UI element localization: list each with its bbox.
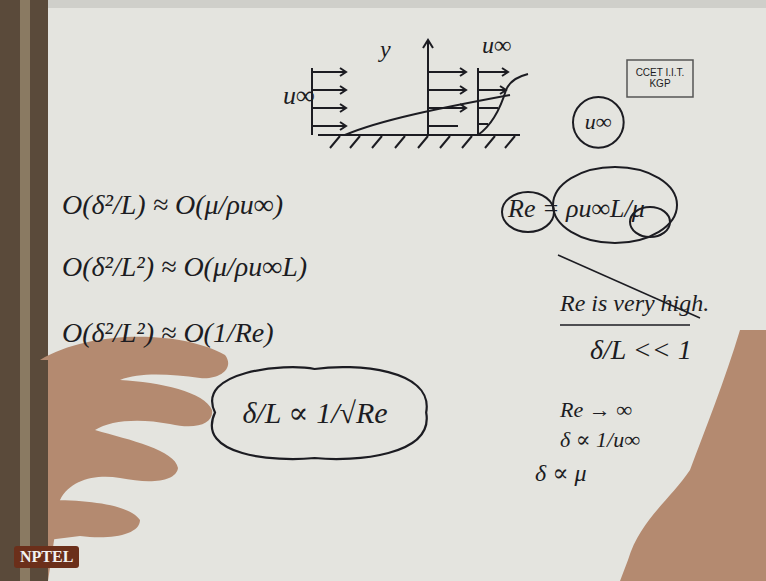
result-cloud: δ/L ∝ 1/√Re	[192, 360, 437, 465]
paper-edge	[48, 0, 766, 8]
equation: δ/L << 1	[590, 335, 692, 366]
hand	[40, 330, 766, 581]
equation: δ ∝ μ	[535, 460, 586, 486]
note: Re is very high.	[560, 290, 709, 316]
equation: O(δ²/L²) ≈ O(μ/ρu∞L)	[62, 252, 307, 283]
equation: O(δ²/L²) ≈ O(1/Re)	[62, 318, 274, 349]
equation: O(δ²/L) ≈ O(μ/ρu∞)	[62, 190, 283, 221]
node-text: u∞	[585, 109, 612, 135]
node-text: CCET I.I.T. KGP	[634, 67, 686, 90]
stamp-box: CCET I.I.T. KGP	[626, 59, 694, 98]
equation: Re → ∞	[560, 398, 632, 422]
logo-text: NPTEL	[14, 546, 79, 568]
circled-symbol: u∞	[571, 95, 626, 150]
outline-shape	[212, 367, 427, 459]
velocity-label: u∞	[283, 82, 315, 111]
outline-shape	[627, 60, 693, 97]
node-text: δ/L ∝ 1/√Re	[242, 395, 387, 430]
equation: δ ∝ 1/u∞	[560, 428, 640, 452]
velocity-label: u∞	[482, 32, 511, 58]
axis-label: y	[380, 36, 391, 62]
board-edge	[20, 0, 30, 581]
equation: Re = ρu∞L/μ	[508, 195, 645, 224]
outline-shape	[573, 97, 624, 148]
board-edge	[0, 0, 48, 581]
